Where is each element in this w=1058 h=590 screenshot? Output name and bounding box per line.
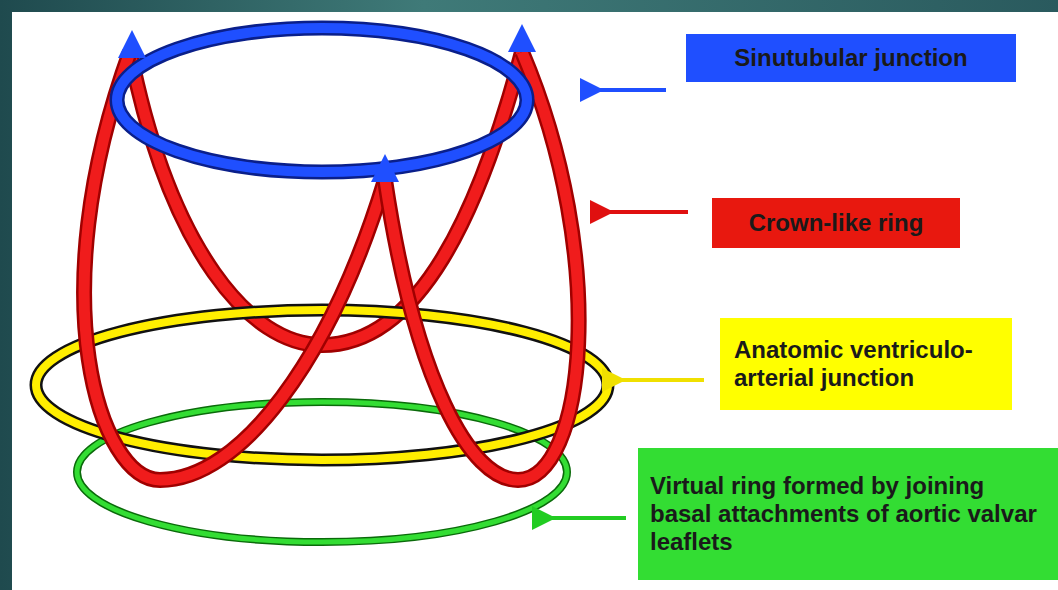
crown-ring-right-outline — [385, 52, 579, 480]
label-box-red: Crown-like ring — [712, 198, 960, 248]
commissure-cap — [371, 154, 399, 182]
leader-arrow — [622, 378, 704, 382]
label-box-green: Virtual ring formed by joining basal att… — [638, 448, 1058, 580]
label-text: Virtual ring formed by joining basal att… — [650, 472, 1046, 556]
crown-ring-back-outline — [130, 52, 522, 345]
stj-ring — [117, 28, 527, 172]
label-text: Sinutubular junction — [734, 44, 967, 72]
commissure-cap — [508, 24, 536, 52]
crown-ring-right — [385, 52, 579, 480]
label-text: Anatomic ventriculo-arterial junction — [734, 336, 998, 392]
stj-ring-outline — [117, 28, 527, 172]
label-text: Crown-like ring — [749, 209, 924, 237]
leader-arrow — [552, 516, 626, 520]
leader-arrow — [600, 88, 666, 92]
commissure-cap — [118, 30, 146, 58]
crown-ring-back — [130, 52, 522, 345]
leader-arrow — [610, 210, 688, 214]
label-box-blue: Sinutubular junction — [686, 34, 1016, 82]
label-box-yellow: Anatomic ventriculo-arterial junction — [720, 318, 1012, 410]
